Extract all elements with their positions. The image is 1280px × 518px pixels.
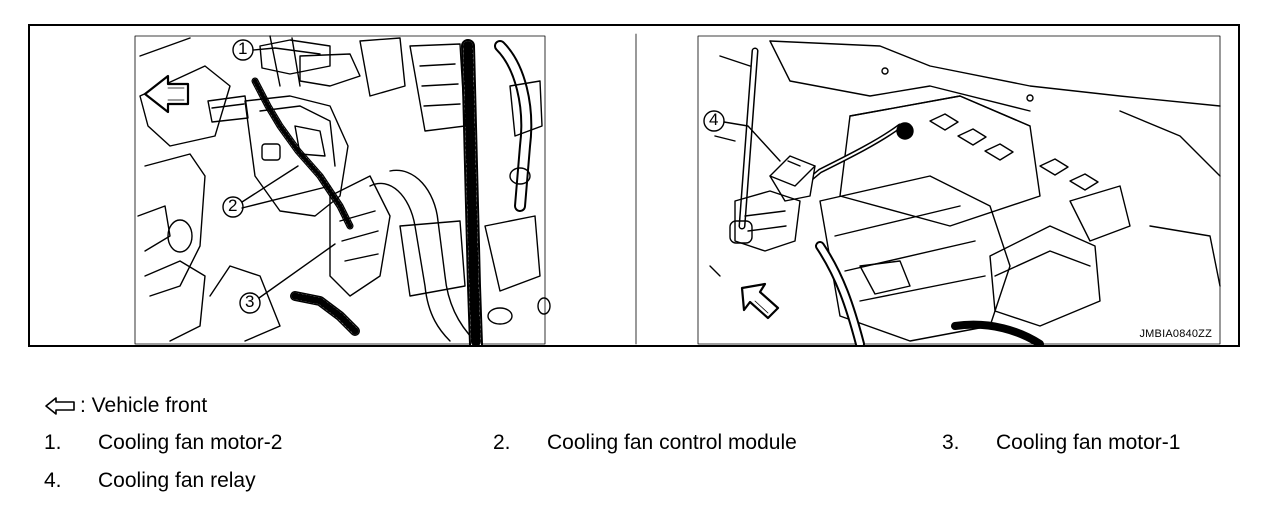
legend-item-3: 3. Cooling fan motor-1	[942, 431, 1180, 455]
legend-item-number: 1.	[44, 431, 62, 454]
callout-1	[232, 39, 321, 61]
legend-item-label: Cooling fan relay	[98, 469, 256, 492]
legend-item-label: Cooling fan control module	[547, 431, 797, 454]
legend-vehicle-front: : Vehicle front	[44, 394, 207, 418]
legend-item-4: 4. Cooling fan relay	[44, 469, 256, 493]
callout-1-label: 1	[238, 39, 248, 58]
callout-4-label: 4	[709, 110, 719, 129]
legend-item-label: Cooling fan motor-1	[996, 431, 1181, 454]
callout-4	[703, 110, 781, 162]
callout-2-label: 2	[228, 196, 238, 215]
legend-item-number: 3.	[942, 431, 960, 454]
legend-item-label: Cooling fan motor-2	[98, 431, 283, 454]
callout-2	[222, 165, 331, 218]
engine-bay-illustration: 1 2 3 4 JMBIA0840ZZ	[28, 24, 1240, 347]
legend-item-number: 2.	[493, 431, 511, 454]
cooling-fan-relay-drawing	[769, 155, 816, 202]
vehicle-front-arrow-right-panel	[740, 282, 780, 320]
legend-vehicle-front-text: : Vehicle front	[80, 394, 208, 417]
left-panel-drawing	[134, 35, 551, 345]
legend-item-number: 4.	[44, 469, 62, 492]
callout-3-label: 3	[245, 292, 255, 311]
figure-code: JMBIA0840ZZ	[1139, 328, 1212, 340]
vehicle-front-arrow	[143, 74, 190, 114]
legend-item-1: 1. Cooling fan motor-2	[44, 431, 282, 455]
callout-3	[239, 243, 336, 314]
right-panel-drawing	[697, 35, 1221, 345]
legend-item-2: 2. Cooling fan control module	[493, 431, 797, 455]
outline-arrow-left-icon	[45, 397, 75, 415]
